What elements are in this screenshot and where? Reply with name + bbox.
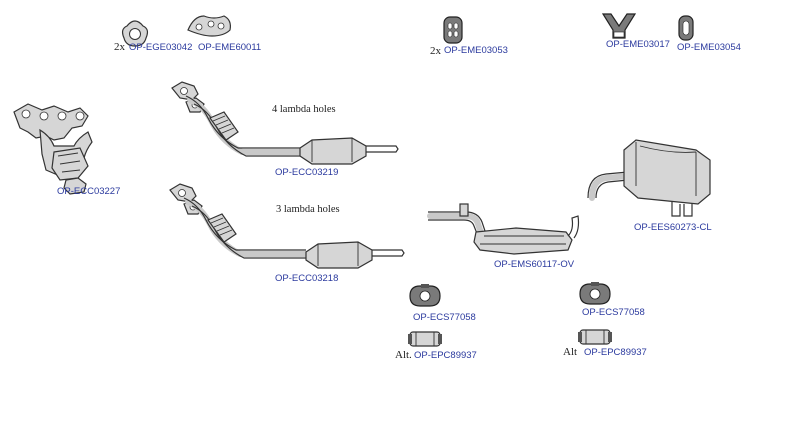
- code-ecc03227[interactable]: OP-ECC03227: [57, 186, 121, 197]
- gasket-eme60011-drawing: [187, 15, 231, 37]
- hanger-eme03053-drawing: [443, 16, 463, 44]
- middle-silencer-ems60117-drawing: [427, 203, 580, 255]
- alt-sleeve-left: Alt.: [395, 349, 412, 361]
- qty-ege03042: 2x: [114, 41, 125, 53]
- gasket-ege03042-drawing: [121, 20, 149, 47]
- note-ecc03218: 3 lambda holes: [276, 204, 340, 215]
- alt-sleeve-right: Alt: [563, 346, 578, 358]
- code-clamp-right[interactable]: OP-ECS77058: [582, 307, 645, 318]
- qty-eme03053: 2x: [430, 45, 441, 57]
- code-ees60273[interactable]: OP-EES60273-CL: [634, 222, 712, 233]
- sleeve-right-drawing: [578, 329, 612, 345]
- clamp-right-drawing: [579, 282, 611, 305]
- sleeve-left-drawing: [408, 331, 442, 347]
- code-eme03017[interactable]: OP-EME03017: [606, 39, 670, 50]
- hanger-eme03054-drawing: [678, 15, 694, 41]
- manifold-ecc03227-drawing: [13, 103, 93, 195]
- converter-ecc03219-drawing: [171, 81, 399, 165]
- code-eme03054[interactable]: OP-EME03054: [677, 42, 741, 53]
- hanger-eme03017-drawing: [601, 13, 637, 39]
- code-eme60011[interactable]: OP-EME60011: [198, 42, 262, 53]
- code-sleeve-left[interactable]: OP-EPC89937: [414, 350, 477, 361]
- code-ege03042[interactable]: OP-EGE03042: [129, 42, 193, 53]
- note-ecc03219: 4 lambda holes: [272, 104, 336, 115]
- converter-ecc03218-drawing: [169, 183, 405, 269]
- clamp-left-drawing: [409, 284, 441, 307]
- rear-silencer-ees60273-drawing: [587, 139, 711, 217]
- code-eme03053[interactable]: OP-EME03053: [444, 45, 508, 56]
- code-ecc03218[interactable]: OP-ECC03218: [275, 273, 339, 284]
- code-clamp-left[interactable]: OP-ECS77058: [413, 312, 476, 323]
- code-sleeve-right[interactable]: OP-EPC89937: [584, 347, 647, 358]
- code-ems60117[interactable]: OP-EMS60117-OV: [494, 259, 575, 270]
- code-ecc03219[interactable]: OP-ECC03219: [275, 167, 339, 178]
